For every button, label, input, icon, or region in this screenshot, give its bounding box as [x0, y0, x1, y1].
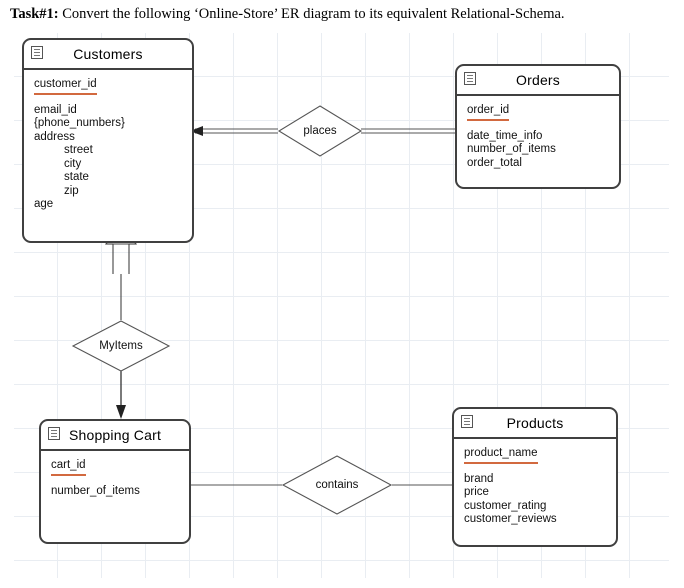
entity-products-title: Products	[506, 415, 564, 431]
attribute-key-product-name: product_name	[464, 447, 538, 464]
note-icon	[461, 415, 473, 428]
attribute-street: street	[64, 144, 93, 156]
attribute-state: state	[64, 171, 89, 183]
entity-products-body: product_name brand price customer_rating…	[454, 439, 616, 533]
relationship-myitems[interactable]: MyItems	[71, 320, 171, 372]
attribute-brand: brand	[464, 472, 494, 485]
attribute-date-time-info: date_time_info	[467, 129, 543, 142]
attribute-number-of-items: number_of_items	[467, 143, 556, 155]
entity-orders-body: order_id date_time_info number_of_items …	[457, 96, 619, 176]
entity-shopping-cart-title: Shopping Cart	[68, 427, 162, 443]
attribute-customer-rating: customer_rating	[464, 499, 547, 512]
relationship-places[interactable]: places	[277, 105, 363, 157]
task-text: Convert the following ‘Online-Store’ ER …	[58, 6, 565, 22]
entity-shopping-cart[interactable]: Shopping Cart cart_id number_of_items	[39, 419, 191, 544]
attribute-email-id: email_id	[34, 103, 77, 116]
attribute-number-of-items: number_of_items	[51, 484, 140, 497]
attribute-address: address	[34, 130, 75, 143]
spacer	[457, 121, 619, 130]
entity-customers-title: Customers	[73, 46, 143, 62]
attribute-customer-reviews: customer_reviews	[464, 513, 557, 525]
attribute-age: age	[34, 198, 54, 210]
attribute-key-customer-id: customer_id	[34, 78, 97, 95]
relationship-contains[interactable]: contains	[281, 455, 393, 515]
spacer	[41, 476, 189, 485]
entity-products-header: Products	[454, 409, 616, 439]
er-diagram-canvas: Customers customer_id email_id {phone_nu…	[14, 33, 669, 578]
note-icon	[48, 427, 60, 440]
entity-orders[interactable]: Orders order_id date_time_info number_of…	[455, 64, 621, 189]
note-icon	[464, 72, 476, 85]
spacer	[454, 464, 616, 473]
spacer	[24, 95, 192, 104]
attribute-phone-numbers: {phone_numbers}	[34, 117, 125, 129]
attribute-key-cart-id: cart_id	[51, 459, 86, 476]
attribute-order-total: order_total	[467, 156, 522, 169]
entity-customers-header: Customers	[24, 40, 192, 70]
attribute-price: price	[464, 486, 489, 498]
note-icon	[31, 46, 43, 59]
entity-shopping-cart-header: Shopping Cart	[41, 421, 189, 451]
task-heading: Task#1: Convert the following ‘Online-St…	[10, 6, 565, 23]
task-label: Task#1:	[10, 6, 59, 22]
attribute-zip: zip	[64, 184, 79, 197]
entity-orders-title: Orders	[516, 72, 560, 88]
attribute-city: city	[64, 157, 82, 170]
entity-orders-header: Orders	[457, 66, 619, 96]
attribute-key-order-id: order_id	[467, 104, 510, 121]
entity-customers[interactable]: Customers customer_id email_id {phone_nu…	[22, 38, 194, 243]
entity-customers-body: customer_id email_id {phone_numbers} add…	[24, 70, 192, 218]
entity-shopping-cart-body: cart_id number_of_items	[41, 451, 189, 504]
entity-products[interactable]: Products product_name brand price custom…	[452, 407, 618, 547]
